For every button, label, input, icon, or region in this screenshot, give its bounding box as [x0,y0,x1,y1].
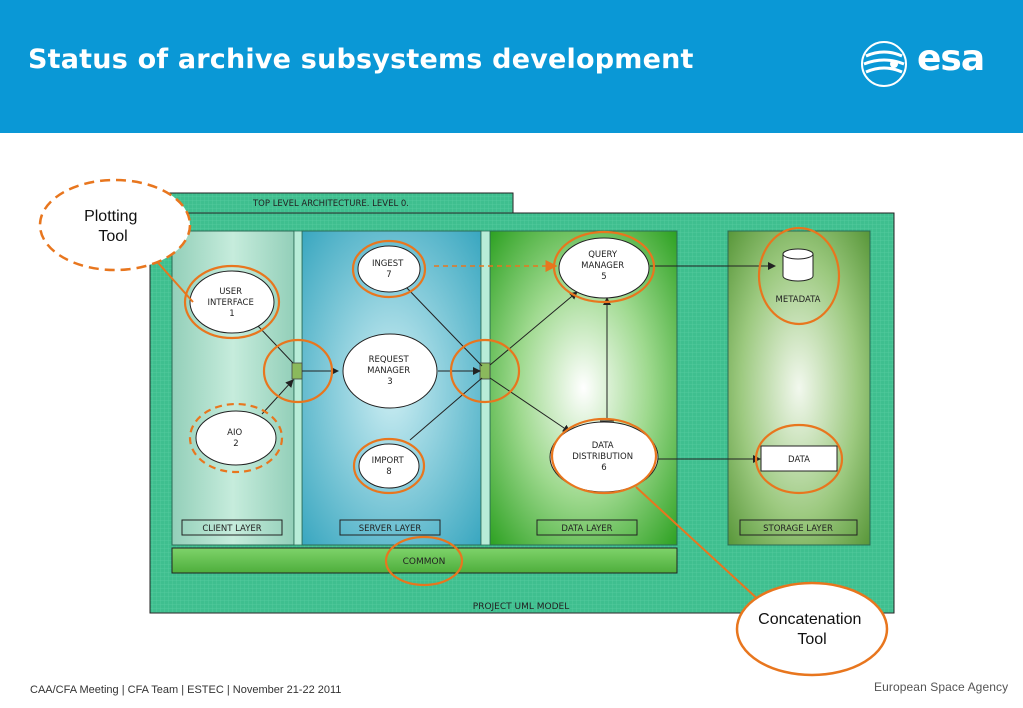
data-distribution-line2: DISTRIBUTION [572,452,633,462]
top-level-tab: TOP LEVEL ARCHITECTURE. LEVEL 0. [149,192,514,214]
database-icon [782,254,814,282]
data-distribution-line3: 6 [601,463,606,473]
page-title: Status of archive subsystems development [28,44,694,75]
top-level-label: TOP LEVEL ARCHITECTURE. LEVEL 0. [252,199,409,209]
project-model-label: PROJECT UML MODEL [473,602,569,612]
metadata-store: METADATA [776,248,821,305]
plotting-tool-line1: Plotting [84,208,137,225]
import-line2: 8 [386,467,391,477]
query-manager-line1: QUERY [588,250,618,260]
server-layer-label-box: SERVER LAYER [339,519,441,536]
svg-text:AIO 2: AIO 2 [227,428,245,449]
footer-meeting-info: CAA/CFA Meeting | CFA Team | ESTEC | Nov… [30,684,342,696]
ingest-node: INGEST 7 [357,245,421,293]
esa-logo-icon [861,41,907,87]
data-layer-label: DATA LAYER [561,524,612,534]
client-layer-label-box: CLIENT LAYER [181,519,283,536]
concatenation-tool-line1: Concatenation [758,611,861,628]
query-manager-line2: MANAGER [581,261,624,271]
ingest-line2: 7 [386,270,391,280]
header-bar: Status of archive subsystems development… [0,0,1023,133]
svg-text:IMPORT 8: IMPORT 8 [372,456,407,477]
user-interface-line1: USER [219,287,242,297]
request-manager-node: REQUEST MANAGER 3 [342,333,438,409]
common-label: COMMON [403,557,446,567]
concatenation-tool-line2: Tool [797,631,826,648]
import-line1: IMPORT [372,456,405,466]
aio-node: AIO 2 [195,410,277,466]
footer-agency-name: European Space Agency [874,680,1009,694]
connection-lines [257,262,776,463]
concatenation-tool-callout: Concatenation Tool [635,486,889,677]
client-server-interface [291,362,303,380]
data-layer-label-box: DATA LAYER [536,519,638,536]
user-interface-line2: INTERFACE [207,298,253,308]
request-manager-line2: MANAGER [367,366,410,376]
storage-layer-label: STORAGE LAYER [763,524,833,534]
query-manager-line3: 5 [601,272,606,282]
aio-line2: 2 [233,439,238,449]
request-manager-line1: REQUEST [369,355,410,365]
data-distribution-line1: DATA [592,441,614,451]
aio-line1: AIO [227,428,242,438]
data-store-label: DATA [788,455,810,465]
esa-logo-text: esa [917,38,985,79]
svg-text:INGEST 7: INGEST 7 [372,259,406,280]
metadata-label: METADATA [776,295,821,305]
storage-layer-label-box: STORAGE LAYER [739,519,858,536]
server-layer-label: SERVER LAYER [359,524,422,534]
user-interface-line3: 1 [229,309,234,319]
plotting-tool-line2: Tool [98,228,127,245]
svg-text:Plotting Tool: Plotting Tool [84,208,142,245]
svg-text:DATA DISTRIBUTION: DATA DISTRIBUTION 6 [572,441,636,473]
plotting-tool-callout: Plotting Tool [38,178,194,303]
svg-text:USER INTERFACE 1: USER INTERFACE 1 [207,287,256,319]
query-manager-node: QUERY MANAGER 5 [558,237,650,299]
user-interface-node: USER INTERFACE 1 [189,270,275,334]
svg-text:Concatenation Tool: Concatenation Tool [758,611,866,648]
request-manager-line3: 3 [387,377,392,387]
data-store: DATA [760,445,838,472]
highlight-rings [183,226,844,587]
client-layer-label: CLIENT LAYER [202,524,261,534]
svg-text:QUERY MANAGER 5: QUERY MANAGER 5 [581,250,627,282]
ingest-line1: INGEST [372,259,404,269]
common-bar: COMMON [171,547,678,574]
svg-text:REQUEST MANAGER 3: REQUEST MANAGER 3 [367,355,413,387]
import-node: IMPORT 8 [358,443,420,489]
